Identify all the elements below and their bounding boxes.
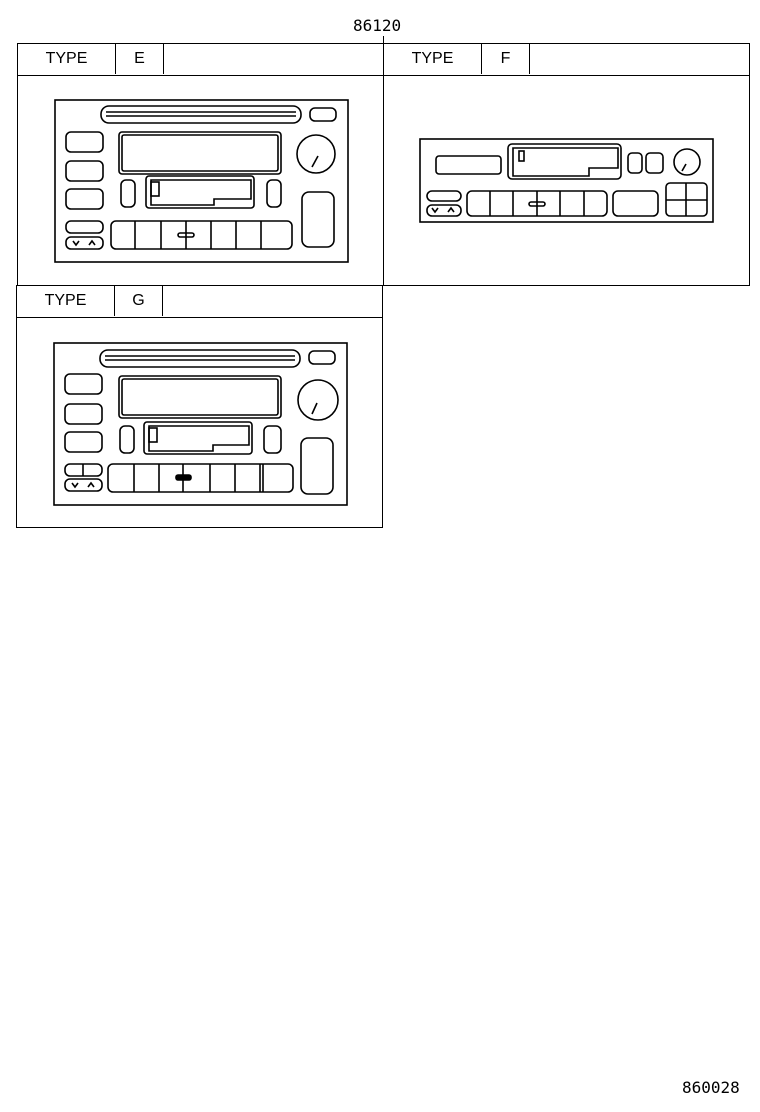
cassette-door bbox=[145, 175, 255, 209]
panel-type-g: TYPE G bbox=[16, 285, 383, 528]
illustration-number: 860028 bbox=[682, 1078, 740, 1097]
faceplate bbox=[54, 99, 349, 263]
display bbox=[435, 155, 502, 175]
type-code: G bbox=[115, 286, 163, 316]
side-button-2 bbox=[64, 403, 103, 425]
chevron-down-icon bbox=[72, 240, 80, 247]
small-button-2 bbox=[645, 152, 664, 174]
side-button-1 bbox=[64, 373, 103, 395]
preset-buttons bbox=[107, 463, 294, 493]
type-code: F bbox=[482, 44, 530, 74]
mode-button bbox=[426, 190, 462, 202]
small-button-right bbox=[263, 425, 282, 454]
panel-header: TYPE E bbox=[18, 44, 383, 76]
side-button-2 bbox=[65, 160, 104, 182]
panel-header: TYPE F bbox=[384, 44, 749, 76]
cassette-door bbox=[143, 421, 253, 455]
panel-type-f: TYPE F bbox=[383, 43, 750, 286]
small-button-left bbox=[120, 179, 136, 208]
faceplate bbox=[419, 138, 714, 223]
panel-header: TYPE G bbox=[17, 286, 382, 318]
seek-buttons bbox=[426, 204, 462, 217]
chevron-up-icon bbox=[87, 481, 95, 488]
mode-button bbox=[65, 220, 104, 234]
preset-buttons bbox=[110, 220, 293, 250]
volume-knob bbox=[296, 134, 336, 174]
eject-button bbox=[309, 107, 337, 122]
type-label: TYPE bbox=[17, 286, 115, 316]
type-label: TYPE bbox=[384, 44, 482, 74]
large-button bbox=[300, 437, 334, 495]
head-unit-type-e bbox=[54, 99, 349, 263]
seek-buttons bbox=[65, 236, 104, 250]
small-button-left bbox=[119, 425, 135, 454]
chevron-up-icon bbox=[447, 206, 455, 213]
display bbox=[118, 375, 282, 419]
type-label: TYPE bbox=[18, 44, 116, 74]
chevron-up-icon bbox=[88, 239, 96, 246]
small-button-1 bbox=[627, 152, 643, 174]
leader-line bbox=[383, 36, 384, 45]
cd-slot bbox=[100, 105, 302, 124]
head-unit-type-f bbox=[419, 138, 714, 223]
chevron-down-icon bbox=[71, 482, 79, 489]
volume-knob bbox=[673, 148, 701, 176]
side-button-3 bbox=[65, 188, 104, 210]
faceplate bbox=[53, 342, 348, 506]
side-button-3 bbox=[64, 431, 103, 453]
large-button bbox=[301, 191, 335, 248]
chevron-down-icon bbox=[431, 207, 439, 214]
side-button-1 bbox=[65, 131, 104, 153]
small-button-right bbox=[266, 179, 282, 208]
display bbox=[118, 131, 282, 175]
cd-slot bbox=[99, 349, 301, 368]
wide-button bbox=[612, 190, 659, 217]
cassette-door bbox=[507, 143, 622, 180]
seek-buttons bbox=[64, 478, 103, 492]
head-unit-type-g bbox=[53, 342, 348, 506]
eject-button bbox=[308, 350, 336, 365]
volume-knob bbox=[297, 379, 339, 421]
panel-type-e: TYPE E bbox=[17, 43, 384, 286]
group-part-number: 86120 bbox=[353, 16, 402, 35]
type-code: E bbox=[116, 44, 164, 74]
